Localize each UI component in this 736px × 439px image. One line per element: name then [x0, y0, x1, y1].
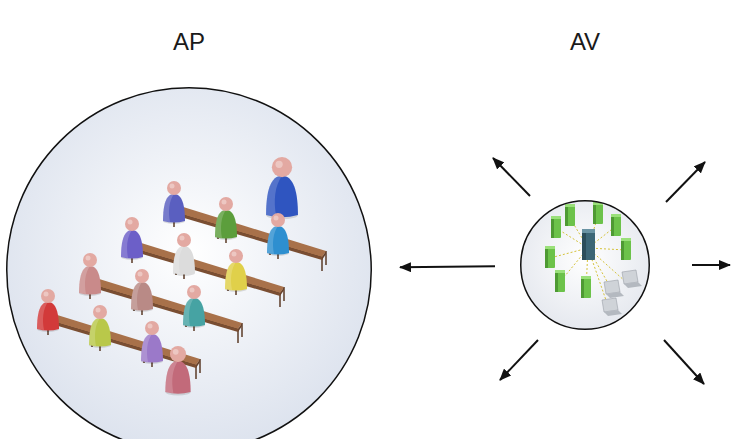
- room-ground: [7, 88, 371, 439]
- circle-border: [521, 201, 650, 330]
- circle-heading: AP: [6, 20, 372, 57]
- outward-arrows: [493, 158, 730, 384]
- arrow-connector: [400, 266, 495, 267]
- classroom-picture: [37, 157, 326, 395]
- circle-outline: [520, 20, 650, 330]
- circle-heading: AV: [520, 20, 650, 57]
- network-ground: [521, 201, 649, 329]
- circle-border: [7, 88, 372, 439]
- circle-outline: [6, 20, 372, 439]
- network-picture: [545, 202, 642, 316]
- circle-node: AV: [520, 20, 650, 330]
- circle-node: AP: [6, 20, 372, 439]
